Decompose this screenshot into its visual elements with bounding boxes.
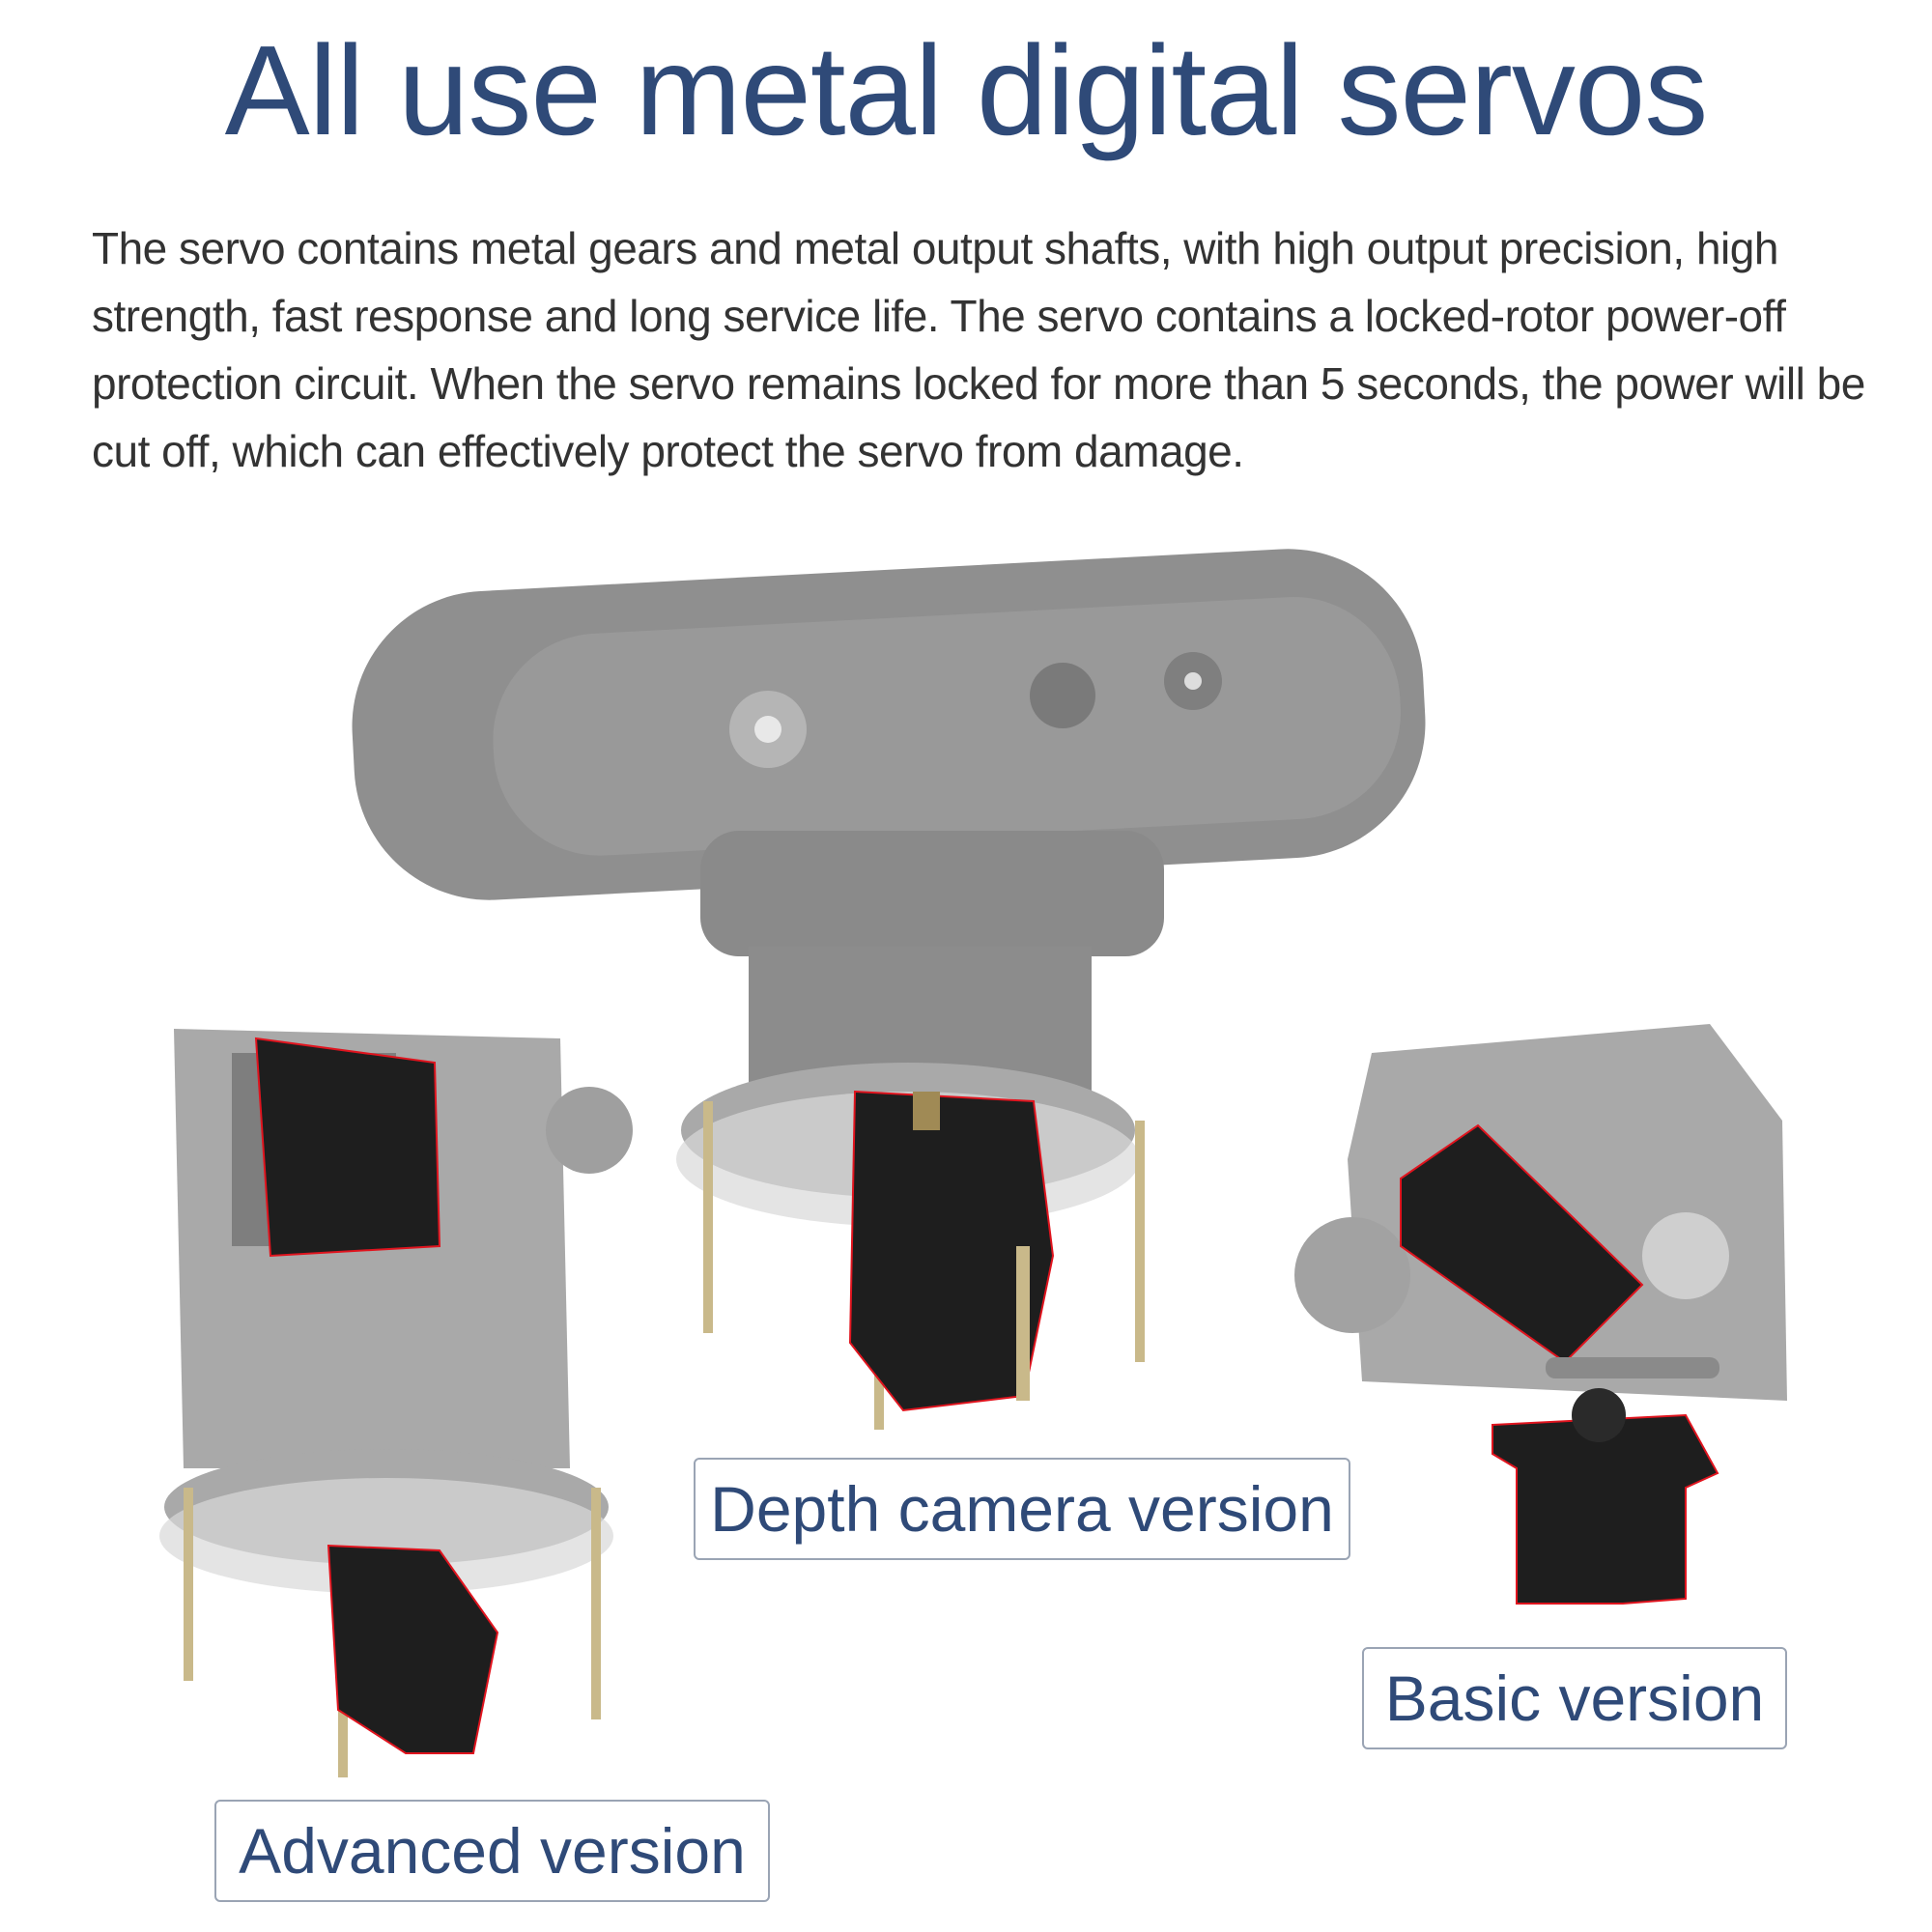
basic-assembly [1294,1024,1787,1605]
depth-camera-assembly [352,549,1426,1430]
servo-advanced-base [327,1544,499,1754]
page-title: All use metal digital servos [224,19,1709,161]
servo-advanced-top [254,1037,441,1258]
advanced-assembly [159,1029,633,1777]
basic-version-label: Basic version [1362,1647,1787,1749]
servo-basic-top [1400,1123,1644,1364]
advanced-version-label: Advanced version [214,1800,770,1902]
servo-basic-base [1492,1413,1719,1605]
depth-camera-version-label: Depth camera version [694,1458,1350,1560]
servo-description: The servo contains metal gears and metal… [92,223,1865,476]
